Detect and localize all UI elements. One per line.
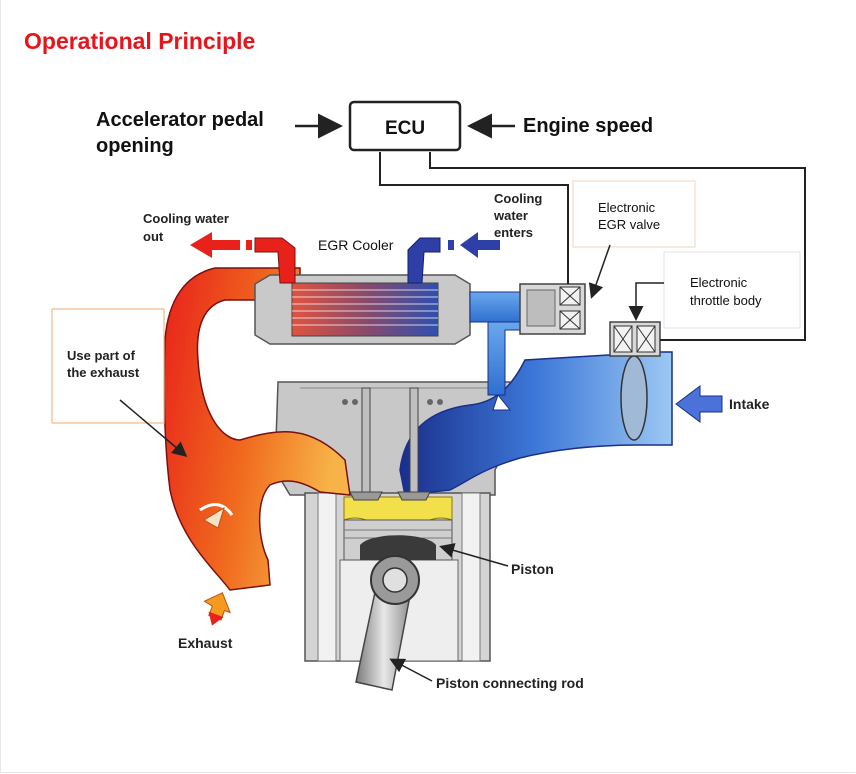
egr-valve-label-line1: Electronic: [598, 200, 656, 215]
cooling-water-enters-label-line2: water: [493, 208, 528, 223]
accelerator-label-line2: opening: [96, 135, 174, 157]
egr-cooler: [254, 237, 521, 411]
egr-valve-body: [519, 283, 586, 335]
accelerator-label-line1: Accelerator pedal: [96, 109, 264, 131]
cooling-water-out-label-line2: out: [143, 229, 164, 244]
exhaust-valve: [349, 387, 383, 501]
piston-label: Piston: [511, 561, 554, 577]
cooling-water-enters-label-line3: enters: [494, 225, 533, 240]
cooling-water-out-arrow: [190, 232, 252, 258]
throttle-label-line2: throttle body: [690, 293, 762, 308]
egr-cooler-label: EGR Cooler: [318, 237, 394, 253]
throttle-label-line1: Electronic: [690, 275, 748, 290]
cooling-water-out-label-line1: Cooling water: [143, 211, 229, 226]
cooling-water-enters-label-line1: Cooling: [494, 191, 542, 206]
piston: [343, 496, 453, 561]
intake-label: Intake: [729, 396, 770, 412]
connecting-rod-label: Piston connecting rod: [436, 675, 584, 691]
engine-speed-label: Engine speed: [523, 115, 653, 137]
connecting-rod: [355, 555, 420, 691]
use-part-label-line1: Use part of: [67, 348, 136, 363]
exhaust-manifold: [163, 267, 351, 591]
intake-arrow: [675, 385, 723, 423]
cooling-water-in-arrow: [448, 232, 500, 258]
use-part-label-line2: the exhaust: [67, 365, 140, 380]
ecu-label: ECU: [385, 118, 425, 139]
egr-valve-callout: Electronic EGR valve: [572, 180, 696, 299]
ecu-box: ECU: [348, 100, 462, 152]
throttle-body-callout: Electronic throttle body: [628, 251, 801, 329]
egr-valve-label-line2: EGR valve: [598, 217, 660, 232]
exhaust-label: Exhaust: [178, 635, 233, 651]
page-title: Operational Principle: [24, 28, 256, 54]
exhaust-recirculation-callout: Use part of the exhaust: [51, 308, 188, 457]
exhaust-out-arrow: [203, 592, 231, 626]
ecu-wiring: [379, 152, 806, 341]
intake-valve: [397, 387, 431, 501]
intake-manifold: [399, 351, 673, 496]
throttle-body-actuator: [609, 321, 661, 357]
